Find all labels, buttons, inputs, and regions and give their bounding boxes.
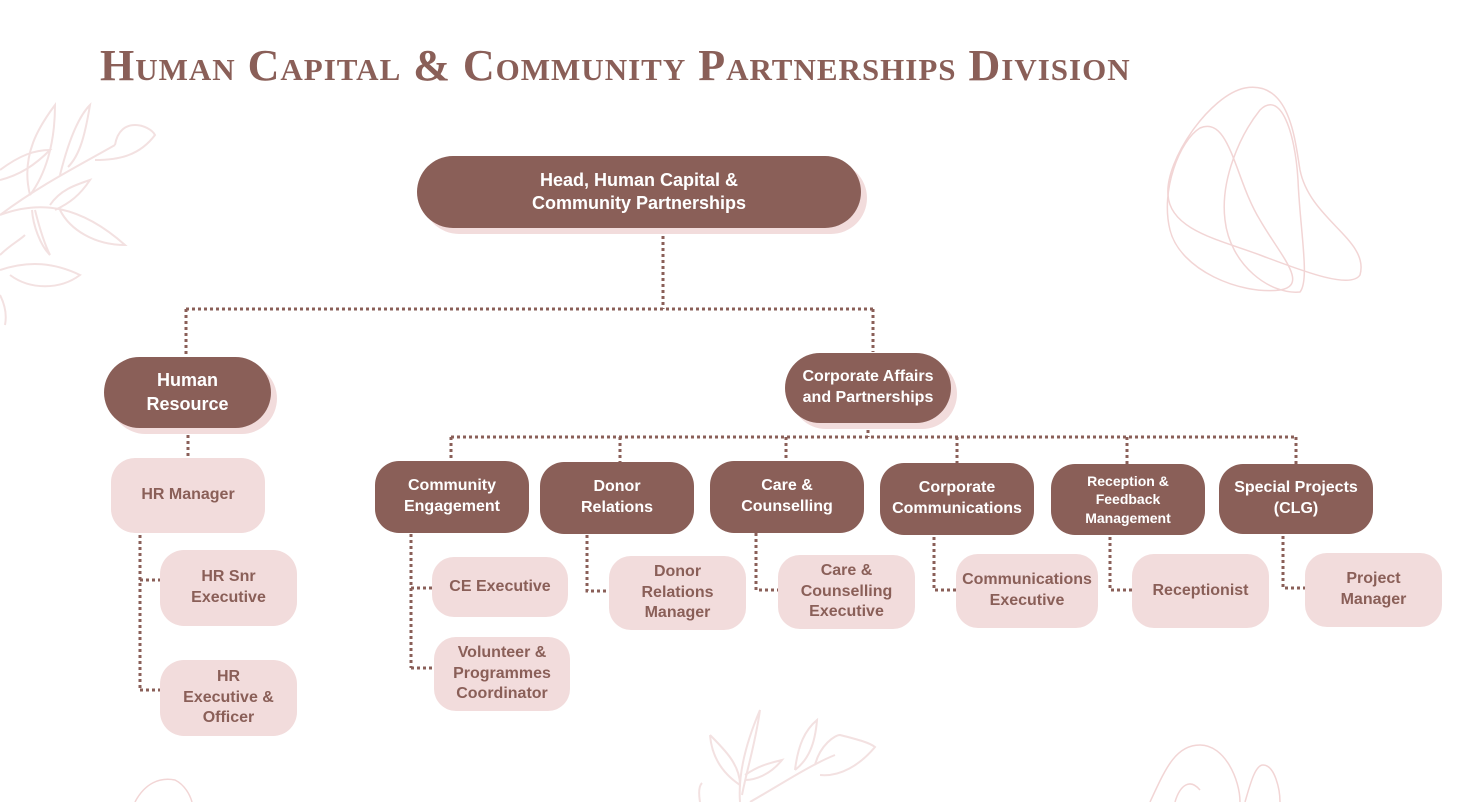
human-resource-label: Human Resource: [146, 370, 229, 414]
unit-label: Corporate Communications: [892, 479, 1022, 517]
connector-comm-roles: [932, 537, 956, 592]
role-label: Care & Counselling Executive: [800, 561, 893, 621]
hr-manager-node[interactable]: HR Manager: [111, 458, 265, 533]
unit-label: Donor Relations: [580, 478, 653, 516]
connector-dr-roles: [585, 535, 609, 593]
role-label: Receptionist: [1152, 581, 1249, 599]
role-label: Volunteer & Programmes Coordinator: [453, 643, 551, 703]
human-resource-node[interactable]: Human Resource: [104, 357, 271, 428]
head-node[interactable]: Head, Human Capital & Community Partners…: [417, 156, 861, 228]
role-donor-relations-manager[interactable]: Donor Relations Manager: [609, 556, 746, 630]
hr-manager-label: HR Manager: [141, 486, 235, 504]
unit-label: Reception & Feedback Management: [1085, 473, 1171, 526]
role-volunteer-coordinator[interactable]: Volunteer & Programmes Coordinator: [434, 637, 570, 711]
role-project-manager[interactable]: Project Manager: [1305, 553, 1442, 627]
unit-reception-feedback[interactable]: Reception & Feedback Management: [1051, 464, 1205, 535]
role-ce-executive[interactable]: CE Executive: [432, 557, 568, 617]
corporate-affairs-label: Corporate Affairs and Partnerships: [802, 368, 934, 406]
corporate-affairs-node[interactable]: Corporate Affairs and Partnerships: [785, 353, 951, 423]
unit-label: Care & Counselling: [741, 477, 833, 515]
hr-snr-executive-node[interactable]: HR Snr Executive: [160, 550, 297, 626]
role-communications-executive[interactable]: Communications Executive: [956, 554, 1098, 628]
connector-ce-roles: [409, 534, 434, 670]
unit-corporate-communications[interactable]: Corporate Communications: [880, 463, 1034, 535]
hr-executive-officer-label: HR Executive & Officer: [183, 667, 274, 727]
page-title: Human Capital & Community Partnerships D…: [100, 41, 1131, 90]
role-label: CE Executive: [449, 577, 551, 595]
role-label: Donor Relations Manager: [641, 562, 714, 622]
unit-care-counselling[interactable]: Care & Counselling: [710, 461, 864, 533]
unit-special-projects[interactable]: Special Projects (CLG): [1219, 464, 1373, 534]
unit-label: Community Engagement: [403, 477, 500, 515]
role-receptionist[interactable]: Receptionist: [1132, 554, 1269, 628]
connector-sp-roles: [1281, 536, 1305, 590]
unit-donor-relations[interactable]: Donor Relations: [540, 462, 694, 534]
unit-community-engagement[interactable]: Community Engagement: [375, 461, 529, 533]
hr-snr-executive-label: HR Snr Executive: [191, 568, 266, 606]
connector-rec-roles: [1108, 537, 1132, 592]
head-label: Head, Human Capital & Community Partners…: [531, 169, 747, 213]
role-label: Project Manager: [1340, 570, 1407, 608]
role-label: Communications Executive: [962, 571, 1092, 609]
role-care-counselling-executive[interactable]: Care & Counselling Executive: [778, 555, 915, 629]
unit-label: Special Projects (CLG): [1234, 479, 1358, 517]
hr-executive-officer-node[interactable]: HR Executive & Officer: [160, 660, 297, 736]
connector-cc-roles: [754, 533, 778, 592]
